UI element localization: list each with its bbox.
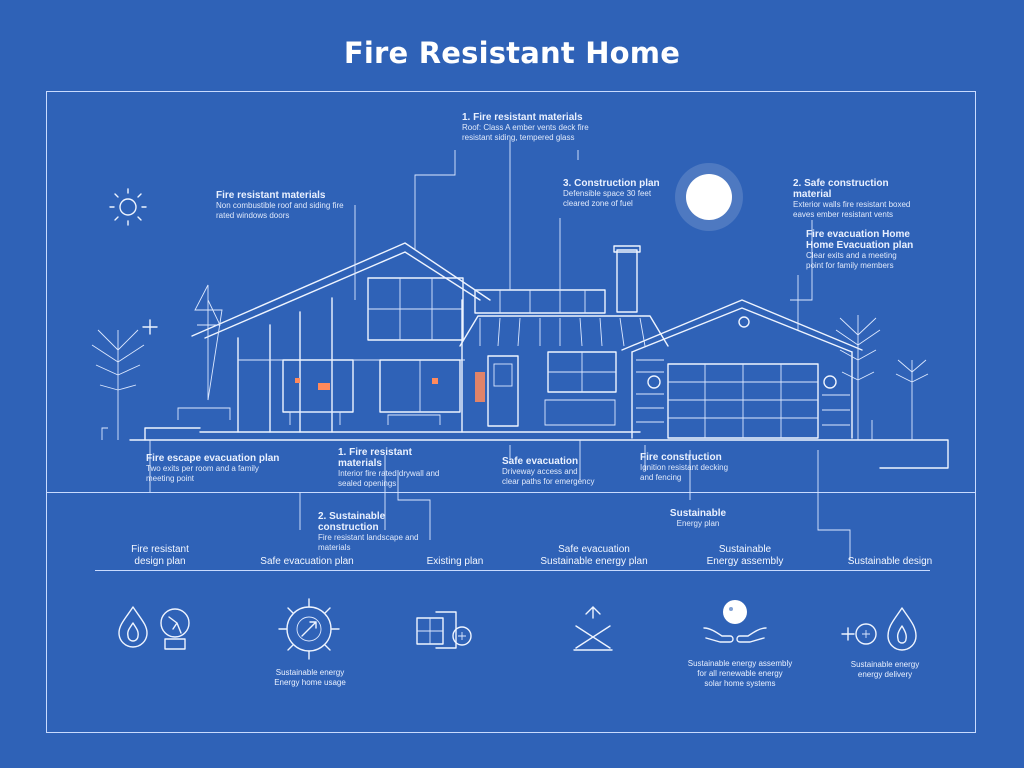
note-fire-construction: Fire construction Ignition resistant dec… — [640, 452, 729, 482]
evacuation-arrows-icon — [573, 606, 613, 651]
note-safe-construction: 2. Safe construction material Exterior w… — [793, 178, 911, 219]
blueprint-frame — [46, 91, 976, 733]
icon-caption-6: Sustainable energy energy delivery — [850, 660, 920, 679]
home-plan-icon — [416, 611, 472, 649]
note-top-center: 1. Fire resistant materials Roof: Class … — [462, 112, 589, 142]
timeline-rule — [95, 570, 930, 571]
sun-icon — [109, 188, 147, 226]
timeline-label-2: Safe evacuation plan — [260, 556, 354, 567]
note-fire-resistant-materials-2: 1. Fire resistant materials Interior fir… — [338, 447, 440, 488]
timeline-label-3: Existing plan — [426, 556, 484, 567]
hands-globe-icon — [703, 600, 767, 643]
compass-target-icon — [278, 598, 340, 660]
plus-flame-icon — [841, 607, 917, 651]
sparkle-icon — [142, 319, 158, 335]
note-sustainable-construction: 2. Sustainable construction Fire resista… — [318, 511, 419, 552]
icon-caption-2: Sustainable energy Energy home usage — [274, 668, 346, 687]
water-fire-icon — [118, 606, 190, 650]
tree-left-icon — [91, 284, 223, 440]
note-fire-escape-plan: Fire escape evacuation plan Two exits pe… — [146, 453, 280, 483]
moon-icon — [686, 174, 732, 220]
timeline-label-6: Sustainable design — [847, 556, 933, 567]
tree-right-icon — [835, 315, 929, 440]
page-title: Fire Resistant Home — [343, 36, 681, 70]
note-top-left: Fire resistant materials Non combustible… — [216, 190, 344, 220]
note-fire-evacuation: Fire evacuation Home Home Evacuation pla… — [806, 229, 914, 270]
note-construction-plan: 3. Construction plan Defensible space 30… — [563, 178, 660, 208]
icon-caption-5: Sustainable energy assembly for all rene… — [687, 659, 793, 688]
ground-rule — [46, 492, 976, 493]
note-sustainable: Sustainable Energy plan — [669, 508, 727, 528]
note-safe-evacuation: Safe evacuation Driveway access and clea… — [502, 456, 595, 486]
